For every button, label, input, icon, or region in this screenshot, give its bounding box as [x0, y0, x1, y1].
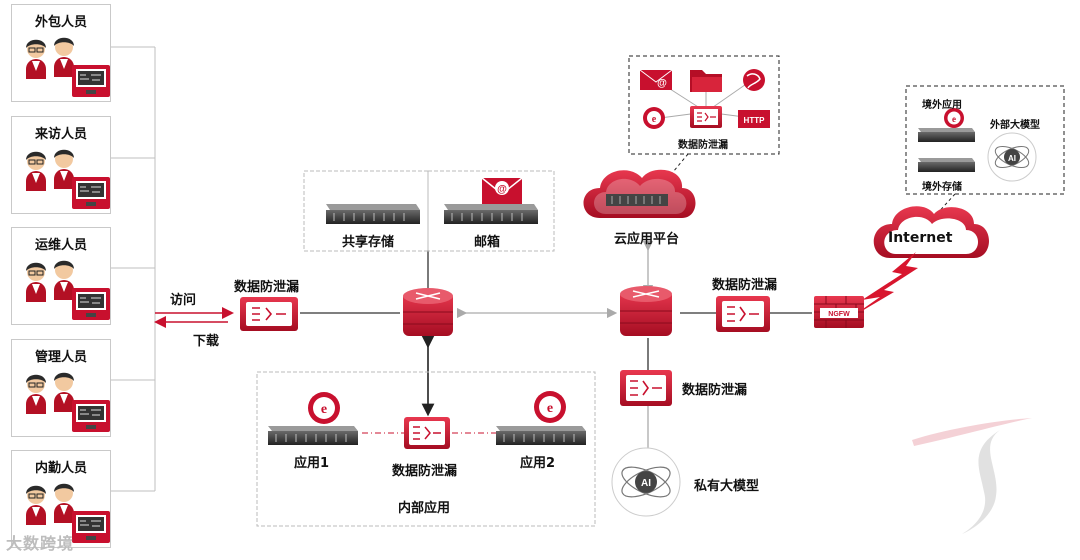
download-label: 下载	[193, 334, 220, 349]
people-avatars-icon	[26, 483, 110, 543]
cloud-platform-icon	[583, 169, 696, 218]
foreign-app-label: 境外应用	[922, 100, 962, 111]
private-dlp-label: 数据防泄漏	[682, 383, 748, 398]
svg-text:e: e	[547, 401, 553, 416]
internet-cloud-icon	[873, 206, 989, 258]
globe-icon	[743, 69, 765, 91]
watermark: 大数跨境	[6, 534, 75, 553]
svg-text:e: e	[652, 114, 657, 125]
app1-label: 应用1	[294, 456, 330, 471]
app2-label: 应用2	[520, 456, 556, 471]
svg-text:@: @	[497, 184, 507, 195]
people-avatars-icon	[26, 260, 110, 320]
external-ai-icon: AI	[987, 132, 1037, 182]
people-group-card: 来访人员	[11, 116, 111, 214]
internet-label: Internet	[888, 230, 953, 246]
external-model-label: 外部大模型	[990, 120, 1040, 131]
svg-text:AI: AI	[641, 478, 651, 489]
svg-text:e: e	[952, 114, 956, 124]
internal-app-box	[256, 371, 596, 527]
internal-apps-label: 内部应用	[398, 501, 451, 516]
server-app2: e	[496, 391, 586, 445]
dlp-label-left: 数据防泄漏	[234, 280, 300, 295]
server-mail: @	[444, 177, 538, 224]
ie-icon: e	[643, 107, 665, 129]
svg-text:NGFW: NGFW	[828, 311, 850, 318]
people-avatars-icon	[26, 149, 110, 209]
mail-box	[427, 170, 555, 252]
dlp-label-right: 数据防泄漏	[712, 278, 778, 293]
dlp-appliance-left	[240, 297, 298, 331]
shared-storage-label: 共享存储	[342, 235, 395, 250]
cloud-platform-label: 云应用平台	[614, 232, 680, 247]
people-group-label: 运维人员	[34, 238, 87, 253]
people-group-card: 管理人员	[11, 339, 111, 437]
folder-icon	[690, 70, 722, 92]
svg-text:e: e	[321, 402, 327, 417]
server-shared-storage	[326, 204, 420, 224]
people-group-card: 外包人员	[11, 4, 111, 102]
private-model-label: 私有大模型	[694, 479, 760, 494]
server-foreign-storage	[918, 158, 975, 172]
cloud-dlp-icon	[690, 106, 722, 128]
people-group-label: 管理人员	[34, 350, 87, 365]
people-group-label: 内勤人员	[34, 461, 87, 476]
dlp-label-internal: 数据防泄漏	[392, 464, 458, 479]
mail-label: 邮箱	[474, 235, 501, 250]
svg-text:HTTP: HTTP	[744, 116, 766, 125]
people-group-card: 运维人员	[11, 227, 111, 325]
mail-icon: @	[639, 69, 673, 90]
svg-text:AI: AI	[1008, 154, 1016, 163]
foreign-storage-label: 境外存储	[922, 182, 962, 193]
dlp-appliance-private	[620, 370, 672, 406]
core-switch-left	[403, 288, 453, 336]
people-avatars-icon	[26, 372, 110, 432]
server-app1: e	[268, 392, 358, 445]
core-switch-right	[620, 286, 672, 336]
dlp-appliance-internal	[404, 417, 450, 449]
people-group-label: 外包人员	[34, 15, 87, 30]
people-avatars-icon	[26, 37, 110, 97]
http-icon: HTTP	[738, 110, 770, 128]
dlp-appliance-right	[716, 296, 770, 332]
people-bracket	[111, 46, 156, 492]
svg-text:@: @	[657, 78, 667, 89]
server-foreign-app: e	[918, 108, 975, 142]
cloud-dlp-label: 数据防泄漏	[678, 140, 728, 151]
brush-logo-decoration	[912, 418, 1032, 534]
lightning-bolt	[850, 252, 918, 318]
upload-label: 访问	[170, 293, 197, 308]
ngfw-firewall: NGFW	[814, 296, 864, 328]
people-group-label: 来访人员	[34, 127, 87, 142]
private-ai-icon: AI	[611, 447, 681, 517]
people-group-card: 内勤人员	[11, 450, 111, 548]
